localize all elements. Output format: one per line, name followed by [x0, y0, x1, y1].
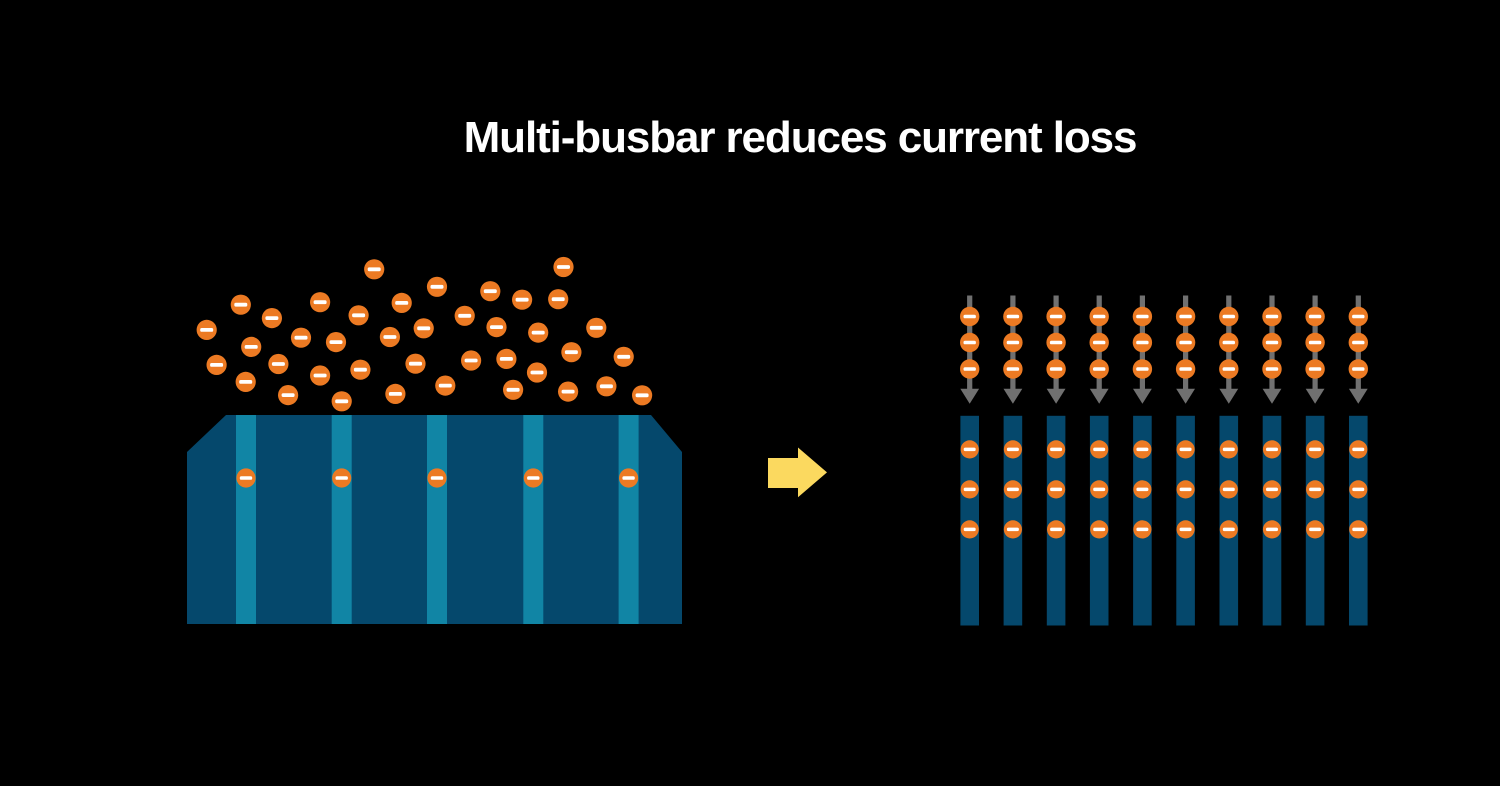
svg-text:Multi-busbar reduces current l: Multi-busbar reduces current loss [464, 113, 1137, 162]
